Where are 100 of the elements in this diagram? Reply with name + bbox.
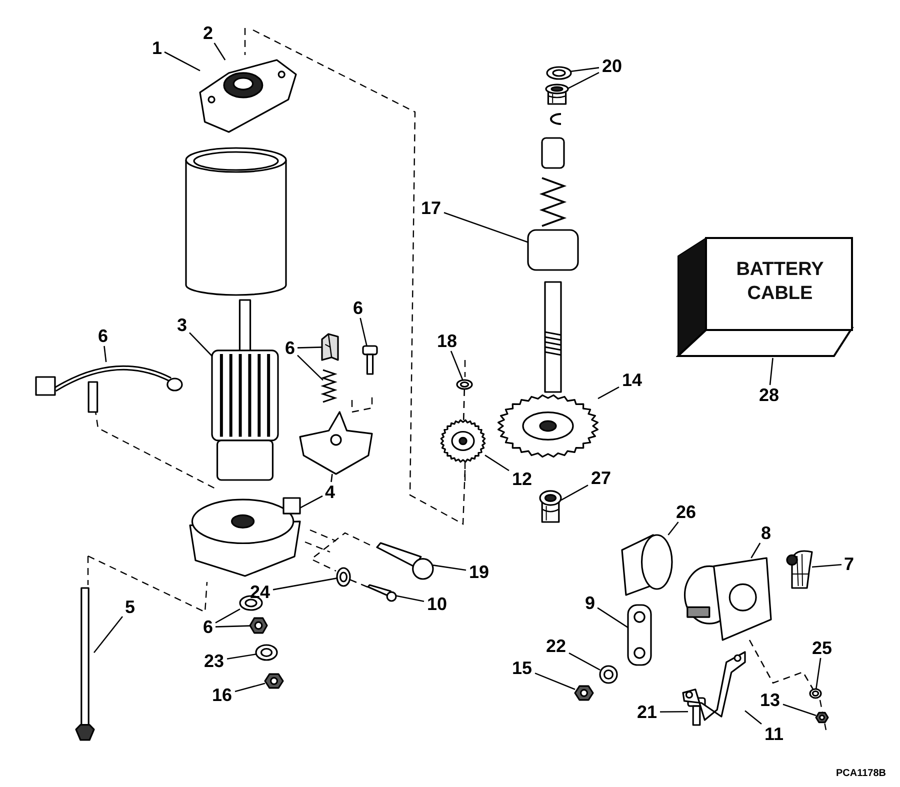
callout-number: 7 [842,554,856,574]
leader-line [300,495,323,508]
nut-drawing [574,685,594,701]
callout-number: 28 [756,385,782,405]
figure-code: PCA1178B [836,768,886,779]
leader-line [164,51,200,72]
leader-line [226,654,256,660]
end-cap-drawing [189,497,301,577]
callout-number: 9 [582,593,598,613]
leader-line [815,658,822,690]
bracket-drawing [682,651,746,721]
solenoid-drawing [684,557,772,641]
callout-number: 21 [634,702,660,722]
callout-number: 8 [758,523,774,543]
callout-number: 6 [96,326,110,346]
leader-line [189,332,212,356]
dashed-assembly-line [350,579,368,588]
gear-drawing [498,394,598,458]
dashed-assembly-line [748,640,814,690]
leader-line [396,595,424,602]
callout-number: 22 [543,636,569,656]
leader-line [534,672,576,690]
leader-line [330,474,333,482]
leader-line [660,710,688,713]
callout-number: 13 [757,690,783,710]
through-bolt-drawing [75,587,95,741]
nut-drawing [264,673,284,689]
end-cap-drawing [199,59,297,133]
leader-line [568,652,600,670]
callout-number: 18 [434,331,460,351]
thrust-washer-drawing [546,66,572,80]
armature-drawing [211,299,279,481]
callout-number: 26 [673,502,699,522]
lead-strap-drawing [627,604,652,666]
callout-number: 19 [466,562,492,582]
terminal-boot-drawing [786,550,813,589]
callout-number: 5 [122,597,138,617]
leader-line [568,72,600,89]
screw-drawing [362,345,378,375]
brush-lead-drawing [35,365,183,413]
leader-line [297,346,322,348]
screw-drawing [367,584,397,602]
callout-number: 10 [424,594,450,614]
leader-line [104,346,107,362]
leader-line [668,522,679,536]
callout-number: 3 [174,315,190,335]
washer-drawing [809,688,822,699]
leader-line [744,710,762,724]
callout-number: 23 [201,651,227,671]
callout-number: 20 [599,56,625,76]
callout-number: 16 [209,685,235,705]
leader-line [215,608,240,624]
callout-number: 1 [150,38,164,58]
spring-drawing [320,369,338,403]
leader-line [597,607,628,628]
callout-number: 11 [761,724,787,744]
leader-line [444,212,528,243]
callout-number: 27 [588,468,614,488]
leader-line [360,318,368,346]
leader-line [769,358,774,386]
callout-number: 14 [619,370,645,390]
leader-line [782,704,816,716]
drive-assembly-drawing [527,113,579,393]
leader-line [215,625,250,628]
pinion-gear-drawing [440,419,486,463]
leader-line [450,350,464,380]
nut-drawing [815,712,829,724]
callout-number: 2 [200,23,216,43]
leader-line [93,616,124,653]
leader-line [560,484,588,501]
bushing-drawing [539,490,562,523]
callout-number: 25 [809,638,835,658]
collar-drawing [545,84,569,105]
dashed-assembly-line [462,388,466,420]
callout-number: 12 [509,469,535,489]
leader-line [598,386,620,400]
brush-plate-drawing [299,411,373,475]
bolt-drawing [376,542,434,580]
washer-drawing [456,379,473,390]
callout-number: 15 [509,658,535,678]
leader-line [234,682,266,692]
leader-line [750,542,761,558]
boot-drawing [621,534,673,596]
leader-line [484,454,510,472]
callout-number: 6 [350,298,366,318]
callout-number: 17 [418,198,444,218]
leader-line [297,354,324,381]
leader-line [812,564,842,568]
leader-line [570,67,600,72]
leader-line [272,578,338,590]
callout-number: 6 [282,338,298,358]
nut-drawing [249,617,268,634]
washer-drawing [255,644,278,661]
callout-number: 4 [322,482,338,502]
callout-number: 6 [200,617,216,637]
brush-drawing [321,333,339,361]
leader-line [432,564,466,571]
leader-line [214,42,226,60]
lockwasher-drawing [336,567,351,587]
box-label: BATTERY CABLE [735,258,825,306]
